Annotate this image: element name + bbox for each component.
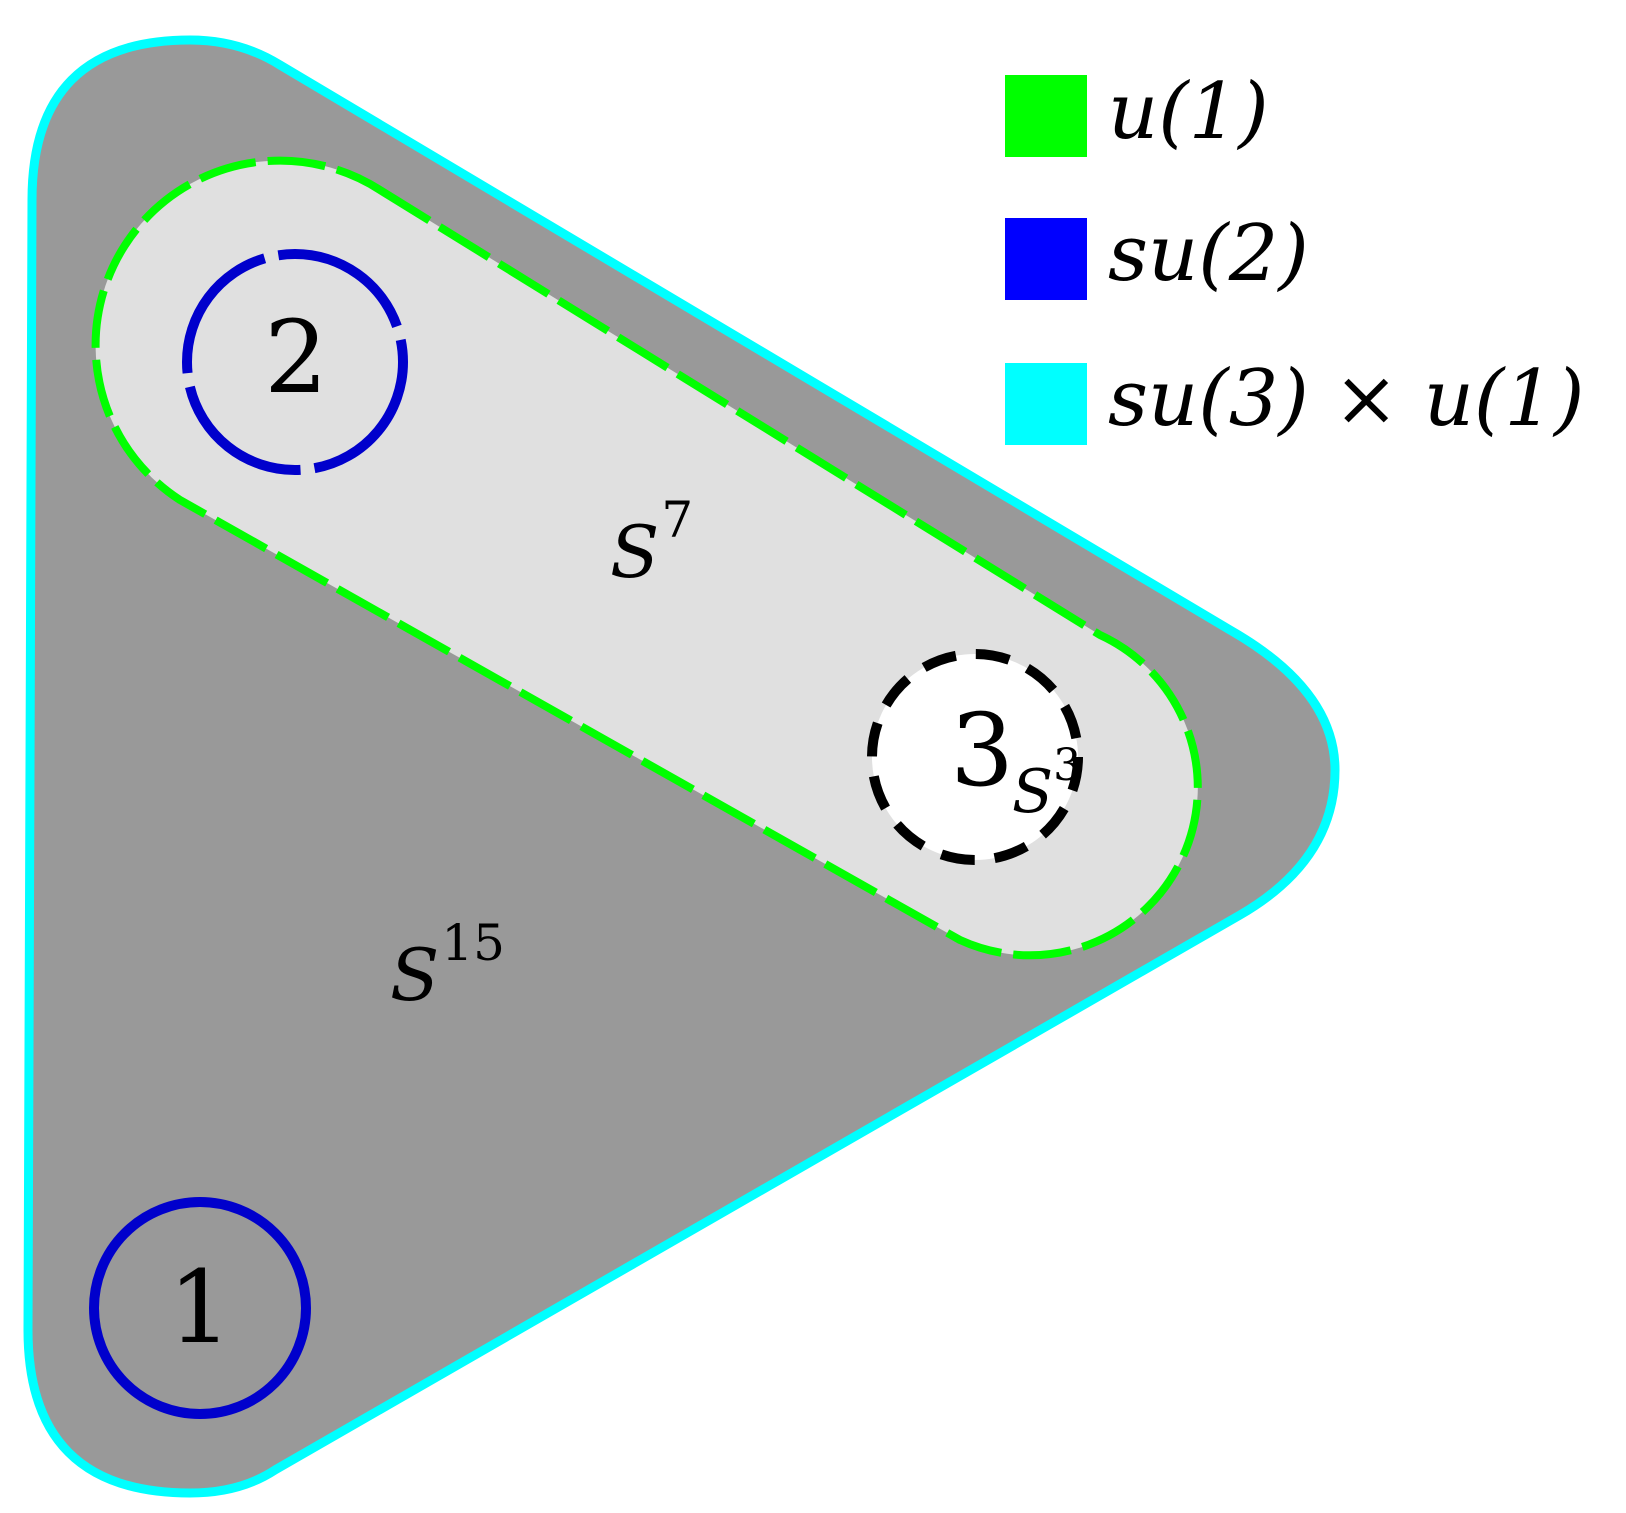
legend-swatch-su2 [1005, 218, 1087, 300]
region-s7-label: S7 [610, 491, 693, 594]
node-2-label: 2 [264, 299, 328, 416]
node-1-label: 1 [168, 1249, 232, 1366]
node-2-ring [182, 249, 408, 475]
node-1-ring [89, 1197, 311, 1419]
legend: u(1) su(2) su(3) × u(1) [1005, 67, 1584, 445]
region-s15-label: S15 [390, 914, 505, 1017]
legend-label-su3u1: su(3) × u(1) [1108, 354, 1584, 444]
inner-region [867, 649, 1083, 865]
legend-swatch-u1 [1005, 75, 1087, 157]
region-s3-label: S3 [1012, 740, 1081, 827]
legend-label-su2: su(2) [1108, 209, 1309, 299]
legend-swatch-su3u1 [1005, 363, 1087, 445]
node-3-label: 3 [950, 692, 1014, 809]
legend-label-u1: u(1) [1108, 67, 1269, 157]
